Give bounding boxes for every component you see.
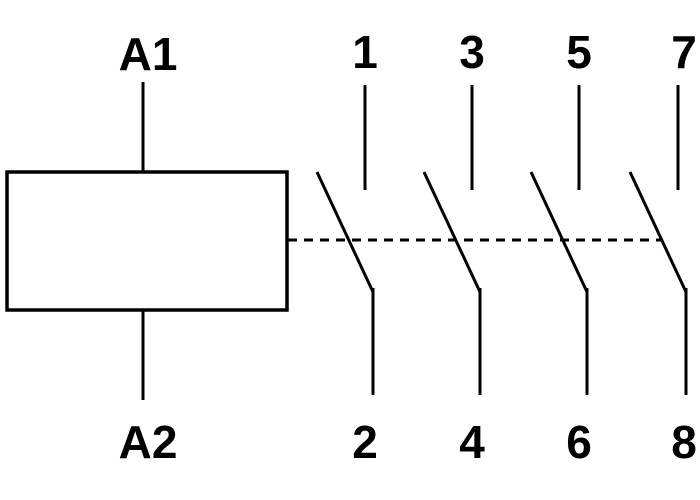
pole1-bottom-terminal-label: 2	[352, 416, 378, 468]
pole2-bottom-terminal-label: 4	[459, 416, 485, 468]
coil-terminal-a1-label: A1	[119, 28, 178, 80]
pole2-top-terminal-label: 3	[459, 26, 485, 78]
contact-pole-2: 3 4	[422, 26, 485, 468]
pole4-bottom-terminal-label: 8	[671, 416, 697, 468]
pole3-bottom-terminal-label: 6	[566, 416, 592, 468]
pole1-contact-blade	[315, 171, 375, 293]
pole1-top-terminal-label: 1	[352, 26, 378, 78]
contact-pole-4: 7 8	[628, 26, 697, 468]
pole4-top-terminal-label: 7	[671, 26, 697, 78]
pole2-contact-blade	[422, 171, 482, 293]
pole3-top-terminal-label: 5	[566, 26, 592, 78]
contact-pole-3: 5 6	[529, 26, 592, 468]
coil-body	[5, 170, 289, 312]
coil-terminal-a2-label: A2	[119, 416, 178, 468]
pole4-contact-blade	[628, 171, 688, 293]
contact-pole-1: 1 2	[315, 26, 378, 468]
pole3-contact-blade	[529, 171, 589, 293]
